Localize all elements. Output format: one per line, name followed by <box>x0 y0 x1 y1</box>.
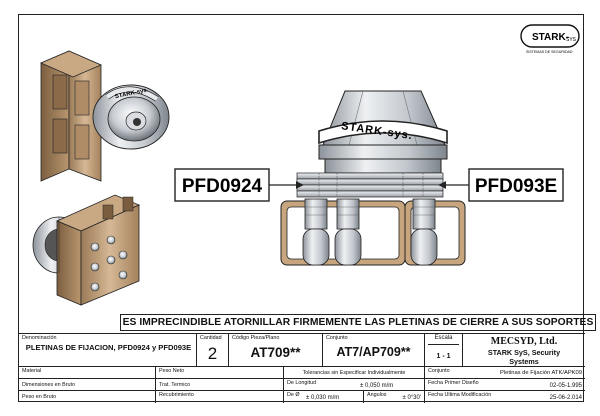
codigo-cell: Código Pieza/Plano AT709** <box>229 333 323 367</box>
peso-bruto-cell: Peso en Bruto <box>19 391 156 403</box>
company-name: MECSYD, Ltd. <box>490 336 558 347</box>
codigo-label: Código Pieza/Plano <box>232 335 280 341</box>
conjunto2-label: Conjunto <box>428 368 450 374</box>
logo-tagline: SISTEMAS DE SEGURIDAD <box>526 50 573 54</box>
fecha-mod-value: 25-06-2.014 <box>549 395 582 401</box>
label-pfd0924: PFD0924 <box>174 168 304 202</box>
logo-suffix: SYS <box>566 37 577 43</box>
cantidad-value: 2 <box>207 344 218 363</box>
longitud-cell: De Longitud ± 0,050 m/m <box>284 379 425 391</box>
drawing-sheet: STARK- SYS SISTEMAS DE SEGURIDAD STARK-s… <box>18 14 596 403</box>
fecha-diseno-cell: Fecha Primer Diseño 02-05-1.995 <box>425 379 585 391</box>
conjunto-cell: Conjunto AT7/AP709** <box>323 333 425 367</box>
company-line1: STARK SyS, Security <box>487 348 561 357</box>
codigo-value: AT709** <box>250 345 301 360</box>
label-left-text: PFD0924 <box>182 176 263 197</box>
denominacion-value: PLETINAS DE FIJACION, PFD0924 y PFD093E <box>25 343 192 352</box>
angulos-label: Angulos <box>367 392 387 398</box>
denominacion-cell: Denominación PLETINAS DE FIJACION, PFD09… <box>19 333 197 367</box>
company-line2: Systems <box>509 357 539 366</box>
stark-logo: STARK- SYS SISTEMAS DE SEGURIDAD <box>520 24 580 54</box>
diam-value: ± 0,030 m/m <box>306 395 340 401</box>
peso-bruto-label: Peso en Bruto <box>22 394 57 400</box>
recubrimiento-cell: Recubrimiento <box>156 391 284 403</box>
angulos-cell: Angulos ± 0°30' <box>364 391 425 403</box>
fecha-diseno-label: Fecha Primer Diseño <box>428 380 479 386</box>
iso-assembly-bottom <box>32 194 141 306</box>
conjunto2-cell: Conjunto Pletinas de Fijación ATK/APK09 <box>425 367 585 379</box>
peso-neto-label: Peso Neto <box>159 368 185 374</box>
escala-value: 1 - 1 <box>436 353 451 360</box>
conjunto-label: Conjunto <box>326 335 348 341</box>
drawing-illustration: STARK- SYS SISTEMAS DE SEGURIDAD STARK-s… <box>32 24 580 306</box>
trat-cell: Trat. Termico <box>156 379 284 391</box>
fecha-mod-cell: Fecha Ultima Modificación 25-06-2.014 <box>425 391 585 403</box>
fecha-diseno-value: 02-05-1.995 <box>549 383 582 389</box>
cantidad-label: Cantidad <box>200 335 222 341</box>
diam-label: De Ø <box>287 392 300 398</box>
trat-label: Trat. Termico <box>159 382 191 388</box>
denominacion-label: Denominación <box>22 335 57 341</box>
tolerancias-label: Tolerancias sin Especificar Individualme… <box>302 370 406 376</box>
cantidad-cell: Cantidad 2 <box>197 333 229 367</box>
conjunto2-value: Pletinas de Fijación ATK/APK09 <box>499 370 582 376</box>
label-right-text: PFD093E <box>475 176 557 197</box>
lock-head: STARK-sys. <box>318 90 448 174</box>
plate-stack <box>296 172 444 198</box>
tolerancias-cell: Tolerancias sin Especificar Individualme… <box>284 367 425 379</box>
escala-cell: Escala 1 - 1 <box>425 333 463 367</box>
longitud-label: De Longitud <box>287 380 317 386</box>
recubrimiento-label: Recubrimiento <box>159 392 194 398</box>
label-pfd093e: PFD093E <box>438 168 564 202</box>
warning-banner: ES IMPRECINDIBLE ATORNILLAR FIRMEMENTE L… <box>120 314 596 331</box>
company-cell: MECSYD, Ltd. STARK SyS, Security Systems <box>463 333 585 367</box>
iso-assembly-top: STARK-sys. <box>39 50 170 182</box>
dimensiones-label: Dimensiones en Bruto <box>22 382 76 388</box>
escala-label: Escala <box>434 335 453 341</box>
pins <box>302 198 438 266</box>
material-cell: Material <box>19 367 156 379</box>
conjunto-value: AT7/AP709** <box>336 345 411 359</box>
diametro-cell: De Ø ± 0,030 m/m <box>284 391 364 403</box>
longitud-value: ± 0,050 m/m <box>360 383 394 389</box>
dimensiones-cell: Dimensiones en Bruto <box>19 379 156 391</box>
peso-neto-cell: Peso Neto <box>156 367 284 379</box>
fecha-mod-label: Fecha Ultima Modificación <box>428 392 492 398</box>
angulos-value: ± 0°30' <box>402 395 421 401</box>
material-label: Material <box>22 368 42 374</box>
title-block: Denominación PLETINAS DE FIJACION, PFD09… <box>19 333 585 403</box>
logo-brand: STARK- <box>532 32 569 43</box>
